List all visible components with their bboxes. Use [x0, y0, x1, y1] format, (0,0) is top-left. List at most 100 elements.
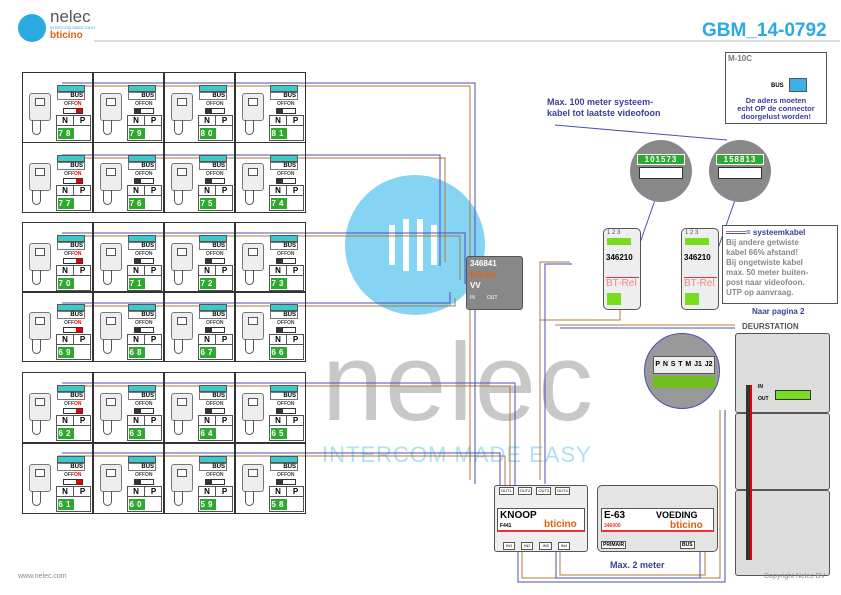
splitter-brand: bticino	[470, 270, 497, 279]
terminal-pins	[653, 376, 715, 388]
monitor-screen-icon	[35, 168, 45, 176]
handset-cord-icon	[245, 270, 254, 285]
relay-top-terminal	[685, 238, 709, 245]
splitter-vv: VV	[470, 281, 481, 290]
p-header: P	[74, 416, 91, 426]
bus-connector-icon	[57, 155, 85, 162]
watermark-logo-circle	[345, 175, 485, 315]
termination-switch[interactable]	[134, 178, 154, 184]
switch-knob	[206, 179, 212, 183]
switch-knob	[206, 109, 212, 113]
termination-switch[interactable]	[134, 479, 154, 485]
switch-off-label: OFF	[64, 472, 74, 478]
termination-switch[interactable]	[134, 327, 154, 333]
termination-switch[interactable]	[276, 108, 296, 114]
switch-on-label: ON	[216, 251, 224, 257]
footer-url[interactable]: www.nelec.com	[18, 573, 67, 580]
next-page-link[interactable]: Naar pagina 2	[752, 307, 805, 316]
switch-on-label: ON	[216, 320, 224, 326]
n-header: N	[57, 335, 74, 345]
bus-connector-icon	[270, 304, 298, 311]
termination-switch[interactable]	[276, 479, 296, 485]
bus-label: BUS	[128, 92, 156, 100]
termination-switch[interactable]	[134, 258, 154, 264]
termination-switch[interactable]	[276, 408, 296, 414]
handset-cord-icon	[245, 120, 254, 135]
relay-pins: 1 2 3	[607, 230, 621, 236]
n-header: N	[128, 487, 145, 497]
termination-switch[interactable]	[205, 479, 225, 485]
bus-label: BUS	[128, 242, 156, 250]
termination-switch[interactable]	[63, 178, 83, 184]
termination-switch[interactable]	[134, 408, 154, 414]
termination-switch[interactable]	[276, 178, 296, 184]
switch-on-label: ON	[216, 472, 224, 478]
termination-switch[interactable]	[276, 258, 296, 264]
address-digit: 71	[129, 278, 145, 289]
relay-code-magnifier: 158813	[709, 140, 771, 202]
voeding-name: E-63	[604, 510, 626, 521]
knoop-brand: bticino	[544, 519, 577, 530]
relay-terminal-icon	[718, 167, 762, 179]
switch-on-label: ON	[74, 101, 82, 107]
switch-on-label: ON	[287, 251, 295, 257]
knoop-in-label: IN3	[539, 542, 552, 550]
monitor-screen-icon	[35, 98, 45, 106]
handset-cord-icon	[174, 420, 183, 435]
p-header: P	[145, 266, 162, 276]
switch-knob	[76, 328, 82, 332]
bus-connector-icon	[199, 385, 227, 392]
address-digit: 77	[58, 198, 74, 209]
monitor-screen-icon	[248, 98, 258, 106]
termination-switch-labels: OFFON	[135, 101, 153, 107]
bus-label: BUS	[270, 311, 298, 319]
knoop-in-label: IN2	[521, 542, 534, 550]
termination-switch[interactable]	[205, 108, 225, 114]
bus-label: BUS	[57, 463, 85, 471]
termination-switch[interactable]	[205, 178, 225, 184]
termination-switch[interactable]	[63, 258, 83, 264]
termination-switch[interactable]	[205, 327, 225, 333]
terminal-label: J2	[704, 361, 713, 368]
termination-switch[interactable]	[276, 327, 296, 333]
bus-label: BUS	[57, 392, 85, 400]
termination-switch[interactable]	[205, 258, 225, 264]
bus-terminal: BUS	[680, 541, 695, 549]
monitor-screen-icon	[177, 317, 187, 325]
termination-switch[interactable]	[205, 408, 225, 414]
knoop-out-label: OUT4	[555, 487, 570, 495]
termination-switch[interactable]	[63, 327, 83, 333]
bus-label: BUS	[57, 92, 85, 100]
termination-switch[interactable]	[63, 408, 83, 414]
legend-line: kabel 66% afstand!	[726, 248, 799, 257]
monitor-screen-icon	[177, 98, 187, 106]
voeding-part: 346000	[604, 523, 621, 529]
bus-connector-icon	[270, 155, 298, 162]
termination-switch[interactable]	[63, 108, 83, 114]
terminal-label: S	[670, 361, 676, 368]
address-digit: 74	[271, 198, 287, 209]
handset-cord-icon	[103, 420, 112, 435]
switch-knob	[277, 409, 283, 413]
handset-monitor-icon	[171, 243, 193, 271]
n-header: N	[270, 116, 287, 126]
switch-on-label: ON	[287, 401, 295, 407]
bus-label: BUS	[57, 162, 85, 170]
handset-monitor-icon	[171, 163, 193, 191]
termination-switch[interactable]	[134, 108, 154, 114]
switch-knob	[76, 109, 82, 113]
termination-switch[interactable]	[63, 479, 83, 485]
address-digit: 63	[129, 428, 145, 439]
bus-connector-icon	[128, 235, 156, 242]
